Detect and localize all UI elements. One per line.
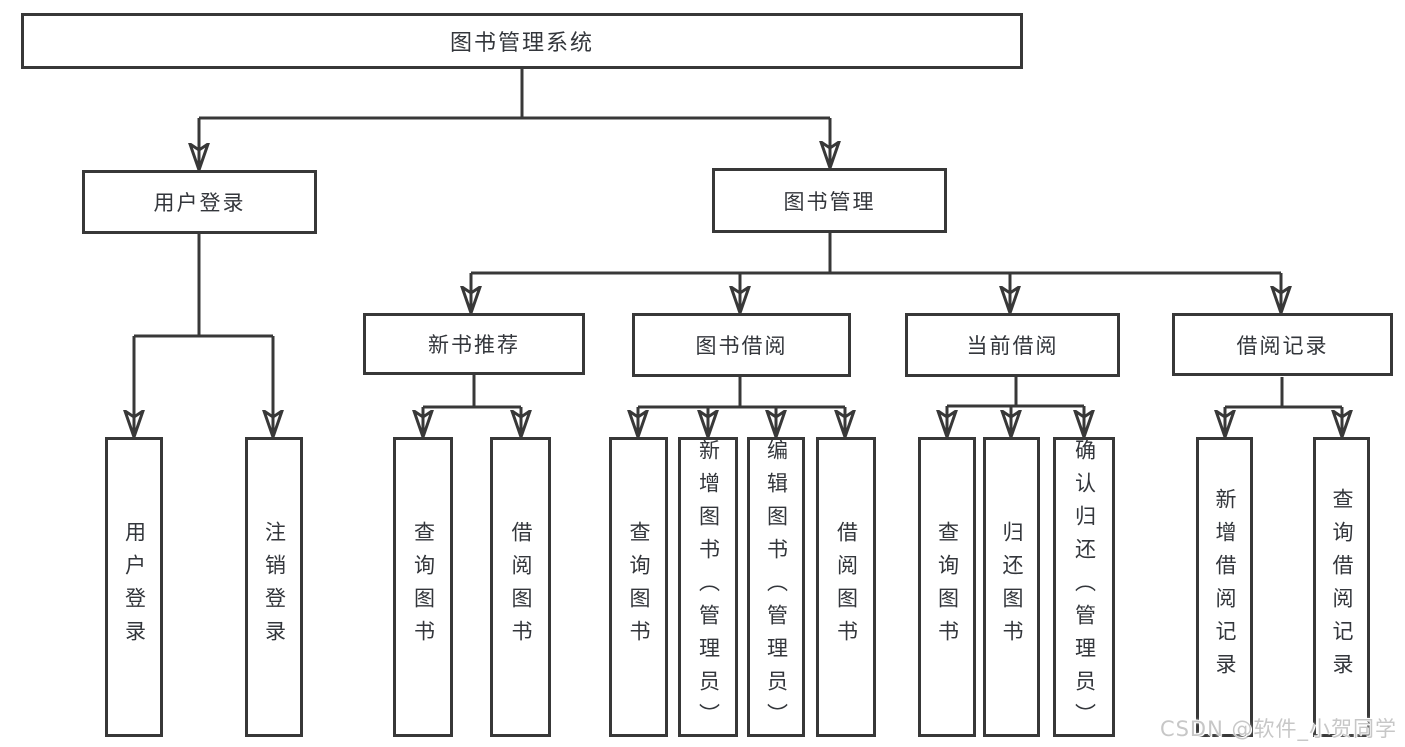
node-label: 用户登录 (153, 191, 246, 215)
node-label: 查询图书 (627, 521, 651, 653)
node-label: 归还图书 (1000, 521, 1024, 653)
leaf-query-borrow-record: 查询借阅记录 (1313, 437, 1370, 737)
edge-new-book-recommend-to-leaves (423, 375, 521, 437)
leaf-query-books-recommend: 查询图书 (393, 437, 453, 737)
edge-trunk (423, 375, 521, 409)
edge-root-to-branches (199, 69, 830, 170)
node-label: 确认归还（管理员） (1072, 438, 1097, 736)
edge-trunk (134, 234, 273, 338)
leaf-return-books: 归还图书 (983, 437, 1040, 737)
node-label: 新增借阅记录 (1213, 488, 1237, 686)
leaf-borrow-books-recommend: 借阅图书 (490, 437, 551, 737)
node-label: 图书管理 (783, 189, 876, 214)
leaf-add-borrow-record: 新增借阅记录 (1196, 437, 1253, 737)
node-library-management-system: 图书管理系统 (21, 13, 1023, 69)
node-user-login: 用户登录 (82, 170, 317, 234)
node-label: 借阅记录 (1236, 333, 1329, 358)
leaf-query-books-current: 查询图书 (918, 437, 976, 737)
node-new-book-recommend: 新书推荐 (363, 313, 585, 375)
edge-trunk (947, 377, 1084, 408)
edge-user-login-to-leaves (134, 234, 273, 437)
node-label: 查询图书 (411, 521, 436, 653)
edge-borrowing-records-to-leaves (1225, 377, 1342, 437)
node-label: 图书借阅 (695, 334, 788, 358)
leaf-confirm-return-admin: 确认归还（管理员） (1053, 437, 1115, 737)
edge-current-borrowing-to-leaves (947, 377, 1084, 437)
node-label: 借阅图书 (509, 521, 533, 653)
leaf-logout: 注销登录 (245, 437, 303, 737)
node-label: 当前借阅 (966, 334, 1059, 358)
leaf-add-book-admin: 新增图书（管理员） (678, 437, 738, 737)
node-label: 新增图书（管理员） (696, 438, 721, 736)
node-book-borrowing: 图书借阅 (632, 313, 851, 377)
edge-trunk (638, 377, 845, 409)
csdn-watermark: CSDN @软件_小贺同学 (1159, 717, 1397, 741)
edge-trunk (199, 69, 830, 120)
edge-book-management-to-modules (471, 233, 1281, 313)
node-borrowing-records: 借阅记录 (1172, 313, 1393, 376)
node-label: 注销登录 (262, 521, 287, 653)
edge-trunk (1225, 377, 1342, 409)
leaf-user-login: 用户登录 (105, 437, 163, 737)
node-label: 编辑图书（管理员） (764, 438, 789, 736)
node-label: 图书管理系统 (449, 31, 594, 56)
node-current-borrowing: 当前借阅 (905, 313, 1120, 377)
leaf-borrow-books-borrowing: 借阅图书 (816, 437, 876, 737)
node-label: 查询借阅记录 (1330, 488, 1354, 686)
leaf-edit-book-admin: 编辑图书（管理员） (747, 437, 805, 737)
edge-trunk (471, 233, 1281, 275)
node-label: 借阅图书 (834, 521, 859, 653)
leaf-query-books-borrowing: 查询图书 (609, 437, 668, 737)
edge-book-borrowing-to-leaves (638, 377, 845, 437)
node-label: 新书推荐 (428, 333, 520, 357)
node-label: 用户登录 (122, 521, 147, 653)
node-label: 查询图书 (935, 521, 960, 653)
node-book-management: 图书管理 (712, 168, 947, 233)
